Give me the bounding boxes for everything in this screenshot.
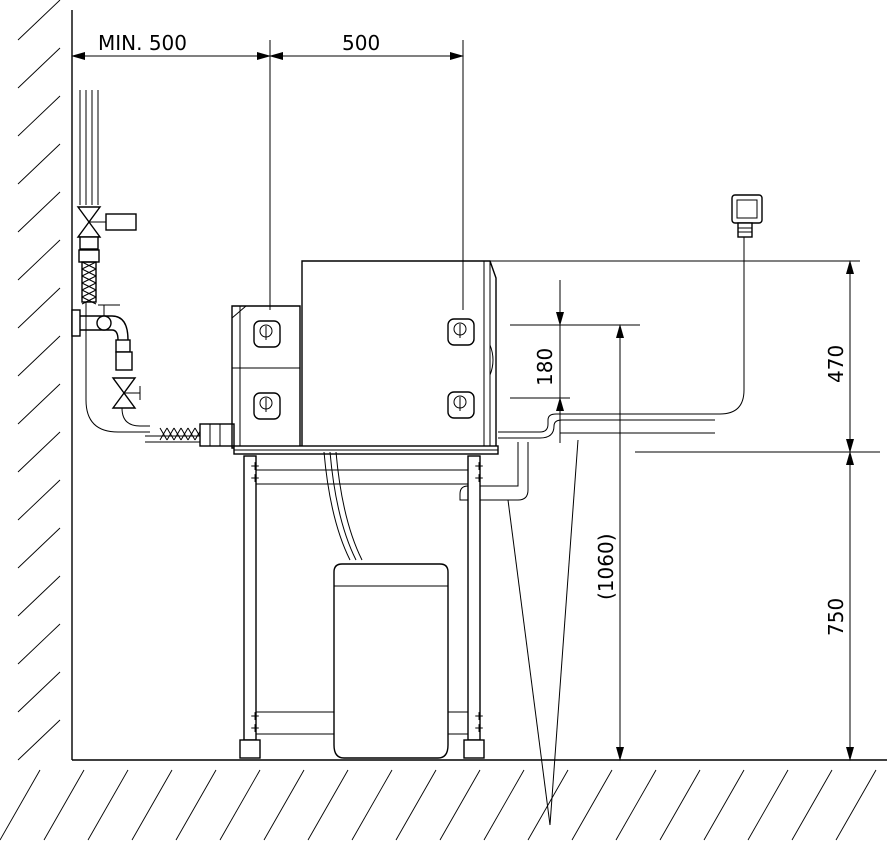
svg-text:+: + — [474, 459, 484, 473]
mount-hook-4 — [447, 391, 475, 419]
detergent-canister — [333, 563, 449, 759]
svg-text:+: + — [250, 721, 260, 735]
svg-text:+: + — [250, 459, 260, 473]
svg-text:+: + — [474, 709, 484, 723]
braided-hose-vertical — [81, 261, 97, 303]
machine — [231, 194, 860, 501]
drain-pointers — [507, 439, 579, 826]
dim-total-height: (1060) — [594, 533, 618, 600]
dim-machine-body-height: 470 — [824, 345, 848, 383]
water-inlet-piping — [71, 90, 235, 447]
dim-stand-height: 750 — [824, 598, 848, 636]
top-dimensions: MIN. 500 500 — [71, 31, 464, 310]
mount-hook-3 — [447, 318, 475, 346]
dim-hook-spacing: 500 — [342, 31, 380, 55]
wall — [17, 0, 73, 761]
svg-text:+: + — [250, 471, 260, 485]
svg-text:+: + — [474, 721, 484, 735]
mount-hook-1 — [253, 320, 281, 348]
dim-hook-vertical-spacing: 180 — [533, 348, 557, 386]
svg-text:+: + — [474, 471, 484, 485]
svg-text:+: + — [250, 709, 260, 723]
mount-hook-2 — [253, 392, 281, 420]
solenoid-coil — [105, 213, 137, 231]
floor — [0, 759, 887, 841]
dim-min-wall-clearance: MIN. 500 — [98, 31, 187, 55]
stand: + + + + + + + + — [239, 451, 485, 759]
right-dimensions: 180 470 750 (1060) — [510, 260, 880, 761]
